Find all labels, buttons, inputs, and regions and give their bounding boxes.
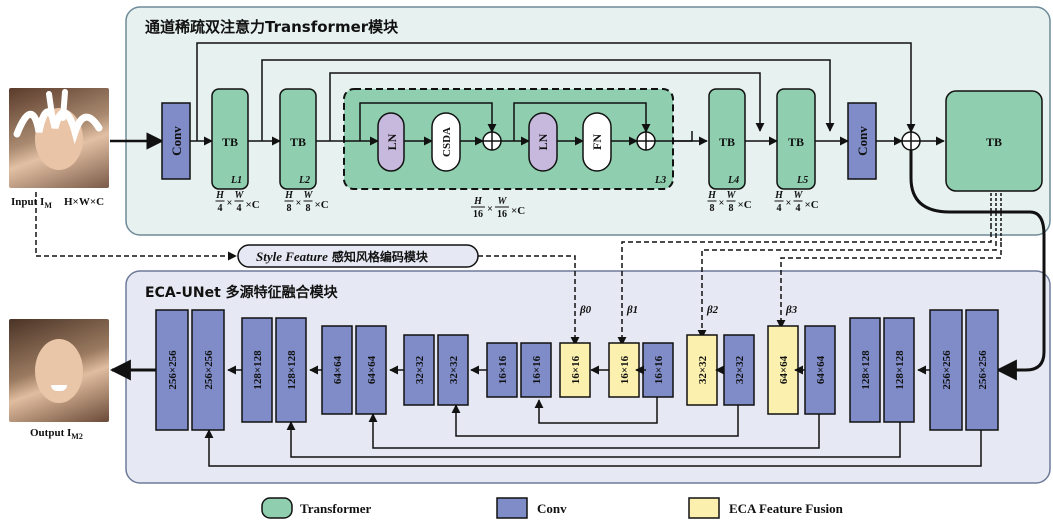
tb-block-4-label: TB [719,135,735,149]
unet-block-5-label: 64×64 [332,355,344,384]
svg-text:H: H [215,190,225,201]
unet-block-4-label: 128×128 [286,350,298,390]
tb-block-2-sub: L2 [298,175,310,186]
svg-text:H: H [473,196,483,207]
input-label: Input IM [11,196,52,210]
unet-block-18-label: 128×128 [860,350,872,390]
beta-1: β1 [626,304,638,316]
beta-3: β3 [785,304,798,316]
unet-block-16-label: 64×64 [778,355,790,384]
unet-block-10-label: 16×16 [531,355,543,384]
conv-block-2-label: Conv [855,126,870,156]
unet-block-8-label: 32×32 [448,355,460,384]
tb-block-5-label: TB [788,135,804,149]
unet-block-11-label: 16×16 [570,355,582,384]
unet-block-6-label: 64×64 [366,355,378,384]
unet-block-20-label: 256×256 [941,350,953,390]
svg-text:×C: ×C [738,199,752,211]
tb-block-5-sub: L5 [796,175,808,186]
svg-text:4: 4 [796,203,801,214]
unet-block-13-label: 16×16 [653,355,665,384]
add-circle-2 [637,132,655,150]
transformer-panel-title: 通道稀疏双注意力Transformer模块 [145,18,399,36]
svg-text:×C: ×C [511,205,525,217]
l3-label: L3 [654,175,666,186]
svg-text:8: 8 [729,203,734,214]
legend-swatch-transformer [262,498,292,518]
output-label: Output IM2 [30,427,83,441]
svg-text:W: W [235,190,245,201]
legend-label-transformer: Transformer [300,501,371,516]
svg-text:W: W [498,196,508,207]
beta-0: β0 [579,304,592,316]
unet-block-7-label: 32×32 [414,355,426,384]
conv-block-1-label: Conv [169,126,184,156]
unet-block-17-label: 64×64 [815,355,827,384]
svg-text:×C: ×C [315,199,329,211]
unet-block-12-label: 16×16 [619,355,631,384]
svg-text:×: × [227,198,233,209]
fn-block-label: FN [590,134,604,150]
svg-text:H: H [284,190,294,201]
svg-text:H: H [707,190,717,201]
svg-text:×C: ×C [805,199,819,211]
legend-swatch-fusion [689,498,719,518]
svg-text:×: × [487,204,493,215]
unet-block-9-label: 16×16 [497,355,509,384]
svg-text:H: H [774,190,784,201]
svg-text:W: W [304,190,314,201]
unet-block-2-label: 256×256 [203,350,215,390]
svg-text:×: × [786,198,792,209]
svg-text:4: 4 [777,203,782,214]
legend-label-conv: Conv [537,501,567,516]
svg-text:8: 8 [287,203,292,214]
ln-block-1-label: LN [385,133,399,150]
legend-swatch-conv [497,498,527,518]
svg-text:4: 4 [237,203,242,214]
svg-text:4: 4 [218,203,223,214]
tb-block-2-label: TB [290,135,306,149]
unet-block-15-label: 32×32 [734,355,746,384]
svg-text:×: × [296,198,302,209]
tb-block-4-sub: L4 [727,175,739,186]
unet-panel-title: ECA-UNet 多源特征融合模块 [145,284,339,301]
unet-block-14-label: 32×32 [697,355,709,384]
input-size: H×W×C [64,196,104,208]
add-circle-3 [902,132,920,150]
unet-block-3-label: 128×128 [252,350,264,390]
svg-text:16: 16 [497,209,507,220]
svg-text:×: × [719,198,725,209]
ln-block-2-label: LN [536,133,550,150]
unet-block-19-label: 128×128 [894,350,906,390]
final-tb-label: TB [986,135,1002,149]
unet-block-21-label: 256×256 [977,350,989,390]
csda-block-label: CSDA [441,127,453,157]
svg-text:W: W [794,190,804,201]
svg-text:W: W [727,190,737,201]
add-circle-1 [483,132,501,150]
tb-block-1-sub: L1 [230,175,242,186]
beta-2: β2 [706,304,719,316]
svg-text:×C: ×C [246,199,260,211]
legend-label-fusion: ECA Feature Fusion [729,501,844,516]
tb-block-1-label: TB [222,135,238,149]
svg-text:8: 8 [306,203,311,214]
svg-text:8: 8 [710,203,715,214]
svg-text:16: 16 [473,209,483,220]
unet-block-1-label: 256×256 [167,350,179,390]
